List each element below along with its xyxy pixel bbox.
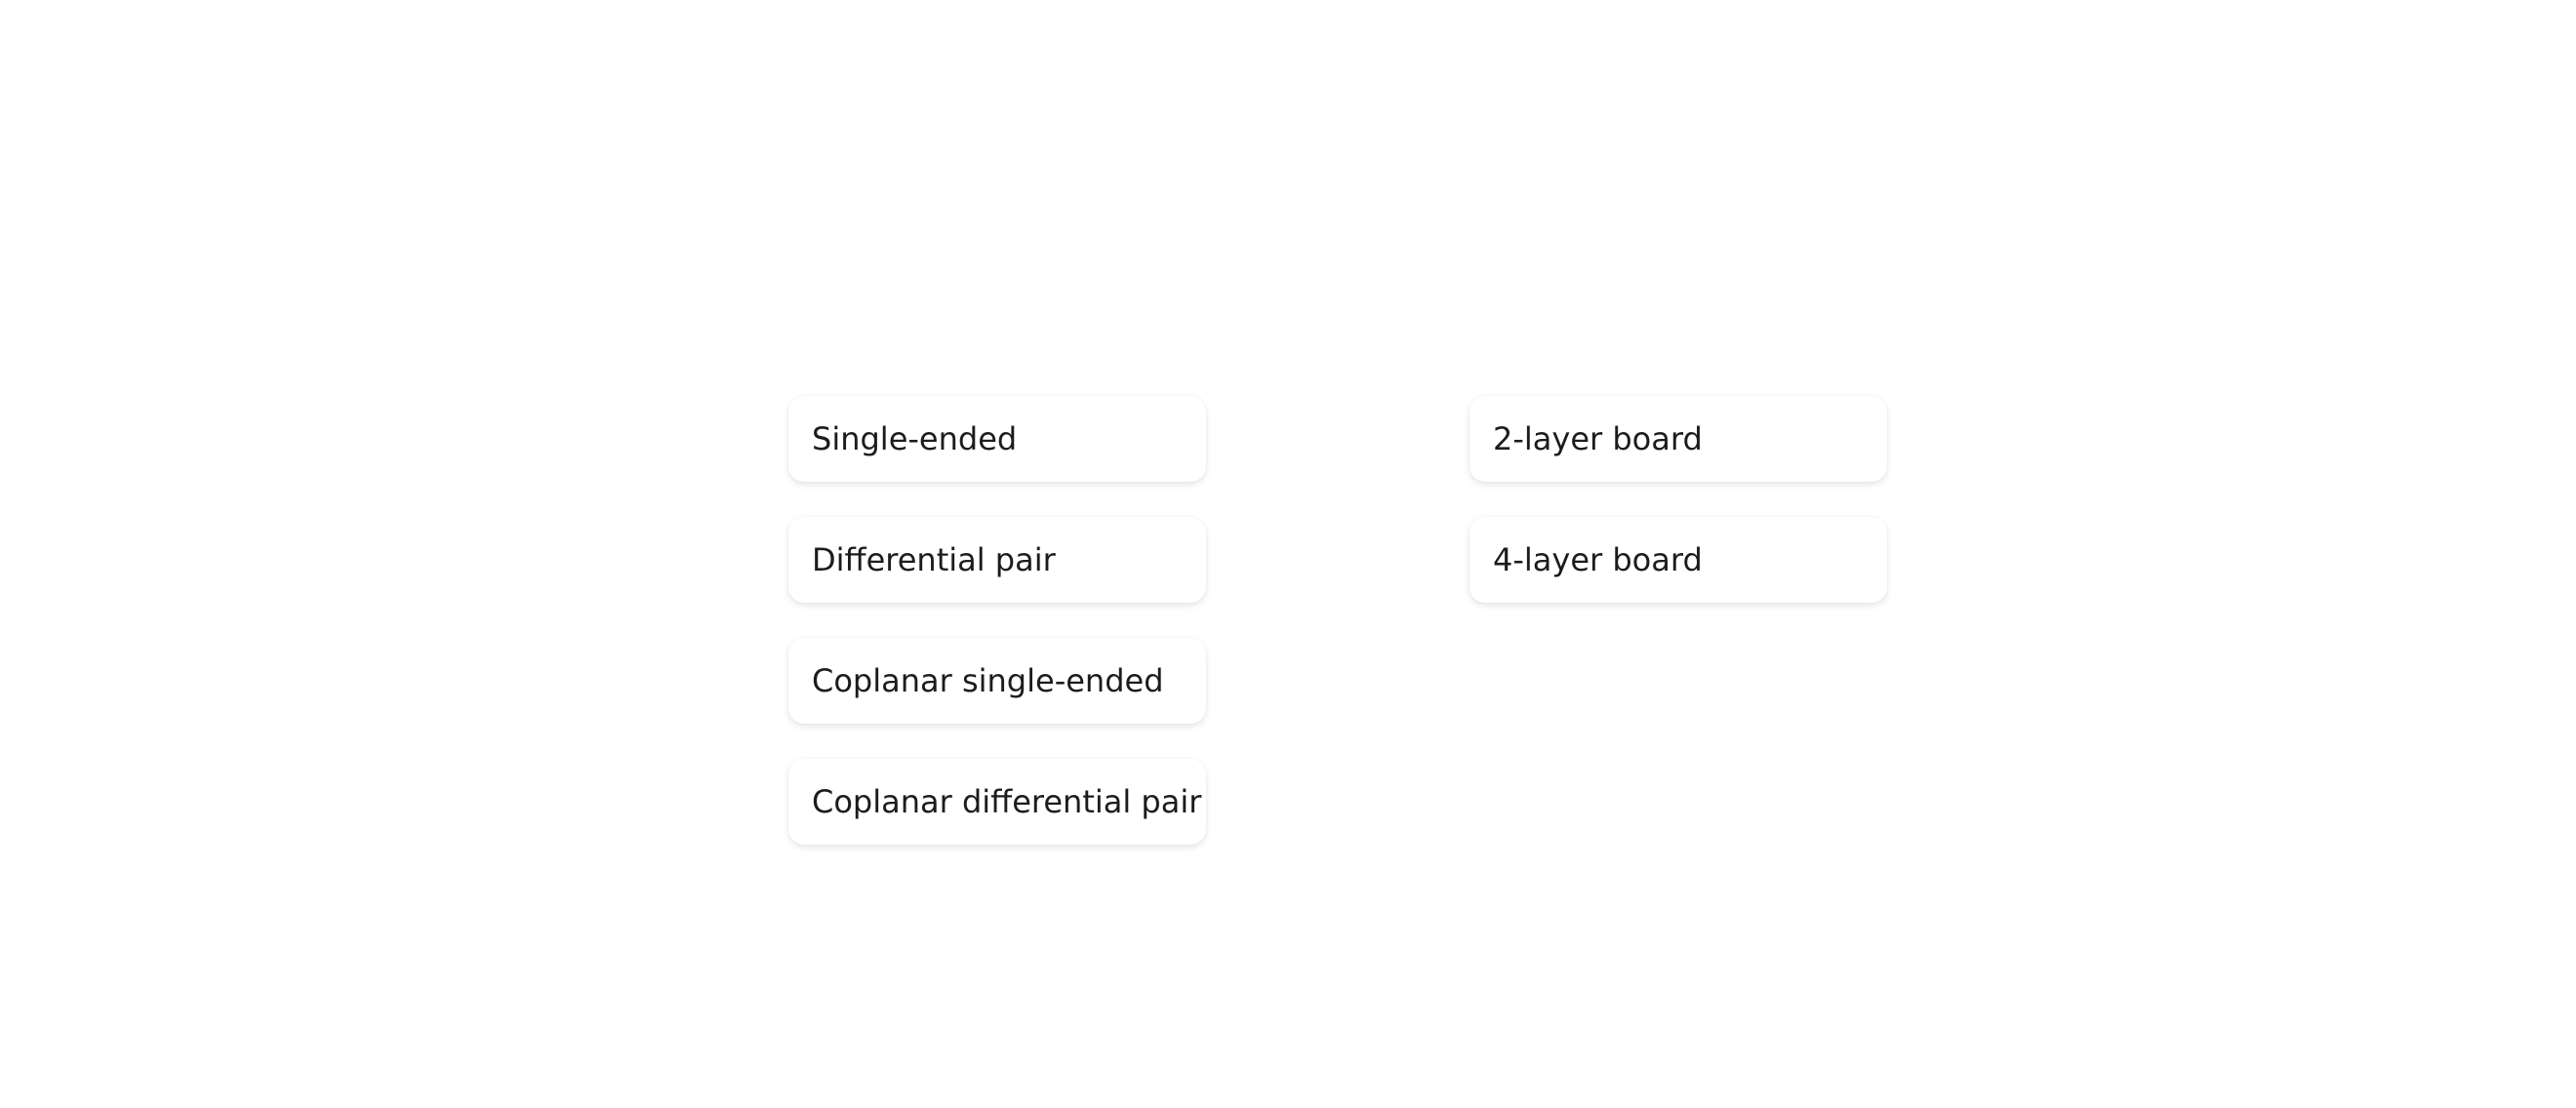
option-single-ended[interactable]: Single-ended [788, 396, 1206, 482]
option-label: Single-ended [812, 420, 1018, 457]
board-layer-options: 2-layer board 4-layer board [1469, 396, 1887, 603]
option-label: Differential pair [812, 541, 1056, 578]
option-label: Coplanar single-ended [812, 662, 1164, 699]
option-label: Coplanar differential pair [812, 783, 1202, 820]
option-label: 2-layer board [1493, 420, 1703, 457]
option-label: 4-layer board [1493, 541, 1703, 578]
option-4-layer-board[interactable]: 4-layer board [1469, 517, 1887, 603]
option-coplanar-differential-pair[interactable]: Coplanar differential pair [788, 759, 1206, 845]
option-differential-pair[interactable]: Differential pair [788, 517, 1206, 603]
trace-type-options: Single-ended Differential pair Coplanar … [788, 396, 1206, 845]
option-coplanar-single-ended[interactable]: Coplanar single-ended [788, 638, 1206, 724]
option-2-layer-board[interactable]: 2-layer board [1469, 396, 1887, 482]
